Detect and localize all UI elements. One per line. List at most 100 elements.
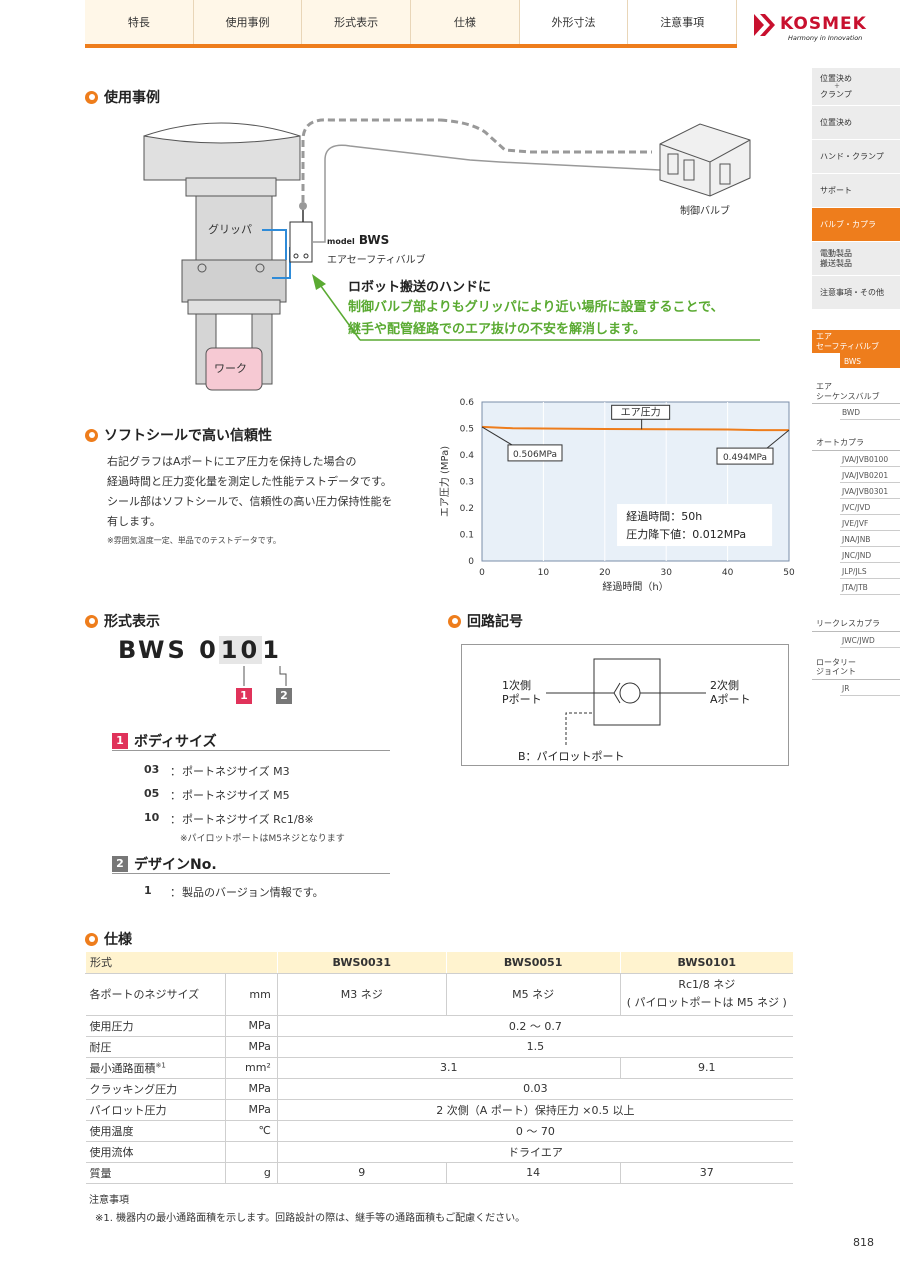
sidebar-item-positioning[interactable]: 位置決め	[812, 106, 900, 140]
work-label: ワーク	[214, 362, 247, 375]
sidebar-item-bws[interactable]: BWS	[840, 353, 900, 369]
bullet-icon	[85, 428, 98, 442]
end-box	[716, 447, 774, 465]
sidebar-item-jr[interactable]: JR	[840, 680, 900, 696]
body-option-note: ※パイロットポートはM5ネジとなります	[180, 834, 345, 844]
usage-illustration	[143, 118, 760, 391]
tab-spec[interactable]: 仕様	[411, 0, 520, 44]
tab-features[interactable]: 特長	[85, 0, 194, 44]
sidebar-item-bwd[interactable]: BWD	[840, 404, 900, 421]
circuit-symbol-icon	[546, 658, 706, 745]
kosmek-logo[interactable]: KOSMEK Harmony in Innovation	[748, 10, 893, 42]
side-categories: 位置決め＋クランプ 位置決め ハンド・クランプ サポート バルブ・カプラ 電動製…	[812, 68, 900, 310]
sidebar-item-jve[interactable]: JVE/JVF	[840, 515, 900, 531]
bullet-icon	[448, 614, 461, 628]
sidebar-section-auto-coupler[interactable]: オートカプラ	[812, 438, 900, 451]
sidebar-item-jva-0201[interactable]: JVA/JVB0201	[840, 467, 900, 483]
page-number: 818	[853, 1236, 874, 1249]
kosmek-logo-icon	[754, 14, 775, 36]
y-tick-label: 0.2	[460, 504, 474, 514]
sidebar-item-jta[interactable]: JTA/JTB	[840, 579, 900, 595]
robot-title: ロボット搬送のハンドに	[348, 280, 492, 295]
y-tick-label: 0.5	[460, 425, 474, 435]
model-label: model BWS	[327, 233, 390, 247]
end-leader	[766, 429, 790, 449]
tab-model[interactable]: 形式表示	[302, 0, 412, 44]
model-code-leaders	[243, 666, 287, 686]
bullet-icon	[85, 614, 98, 628]
series-name-box	[611, 404, 671, 420]
info-box	[617, 504, 773, 547]
reliability-heading: ソフトシールで高い信頼性	[85, 425, 272, 445]
robot-desc: 制御バルブ部よりもグリッパにより近い場所に設置することで、 継手や配管経路でのエ…	[348, 300, 724, 337]
side-products: エアセーフティバルブ BWS エアシーケンスバルブ BWD オートカプラ JVA…	[812, 330, 900, 696]
sidebar-item-jlp[interactable]: JLP/JLS	[840, 563, 900, 579]
sidebar-section-leakless-coupler[interactable]: リークレスカプラ	[812, 619, 900, 632]
body-option-03: 03：ポートネジサイズ M3	[144, 763, 290, 778]
series-name-label: エア圧力	[621, 405, 661, 418]
table-row: 使用流体 ドライエア	[85, 1141, 793, 1163]
x-tick-label: 50	[783, 568, 795, 578]
series-line	[481, 425, 789, 432]
start-box	[507, 444, 563, 462]
sidebar-item-jvc[interactable]: JVC/JVD	[840, 499, 900, 515]
y-tick-label: 0	[468, 557, 474, 567]
badge-2: 2	[276, 688, 292, 704]
tab-dimensions[interactable]: 外形寸法	[519, 0, 629, 44]
sidebar-item-jva-0100[interactable]: JVA/JVB0100	[840, 451, 900, 467]
tab-usage[interactable]: 使用事例	[193, 0, 303, 44]
x-tick-label: 40	[722, 568, 734, 578]
sidebar-item-jnc[interactable]: JNC/JND	[840, 547, 900, 563]
note-1: ※1. 機器内の最小通路面積を示します。回路設計の際は、継手等の通路面積もご配慮…	[95, 1213, 526, 1224]
info-drop: 圧力降下値：0.012MPa	[626, 527, 746, 541]
design-option-1: 1：製品のバージョン情報です。	[144, 884, 324, 899]
x-tick-label: 10	[538, 568, 550, 578]
tab-cautions[interactable]: 注意事項	[628, 0, 738, 44]
y-tick-label: 0.3	[460, 478, 474, 488]
model-code-design: 1	[262, 636, 282, 664]
y-tick-label: 0.4	[460, 451, 475, 461]
circuit-heading: 回路記号	[448, 611, 523, 631]
sidebar-section-rotary-joint[interactable]: ロータリージョイント	[812, 658, 900, 680]
sidebar-item-hand-clamp[interactable]: ハンド・クランプ	[812, 140, 900, 174]
sidebar-section-air-safety-valve[interactable]: エアセーフティバルブ	[812, 330, 900, 354]
usage-heading: 使用事例	[85, 87, 160, 107]
model-heading: 形式表示	[85, 611, 160, 631]
sidebar-section-air-sequence-valve[interactable]: エアシーケンスバルブ	[812, 382, 900, 405]
model-desc: エアセーフティバルブ	[327, 255, 426, 266]
sidebar-item-jna[interactable]: JNA/JNB	[840, 531, 900, 547]
spec-heading: 仕様	[85, 929, 132, 949]
bullet-icon	[85, 90, 98, 104]
sidebar-item-positioning-clamp[interactable]: 位置決め＋クランプ	[812, 68, 900, 106]
reliability-note: ※雰囲気温度一定、単品でのテストデータです。	[107, 536, 281, 545]
sidebar-item-support[interactable]: サポート	[812, 174, 900, 208]
sidebar-item-cautions[interactable]: 注意事項・その他	[812, 276, 900, 310]
notes-title: 注意事項	[89, 1195, 129, 1206]
sidebar-item-jva-0301[interactable]: JVA/JVB0301	[840, 483, 900, 499]
pilot-port-label: B：パイロットポート	[518, 750, 625, 763]
x-tick-label: 30	[660, 568, 672, 578]
gripper-label: グリッパ	[208, 223, 252, 236]
badge-1: 1	[236, 688, 252, 704]
info-elapsed: 経過時間：50h	[626, 510, 702, 523]
end-annotation: 0.494MPa	[723, 453, 767, 463]
table-header-row: 形式 BWS0031 BWS0051 BWS0101	[85, 952, 793, 974]
control-valve-label: 制御バルブ	[680, 206, 730, 217]
model-code-size: 10	[218, 636, 263, 664]
sidebar-item-valve-coupler[interactable]: バルブ・カプラ	[812, 208, 900, 242]
sidebar-item-electric[interactable]: 電動製品搬送製品	[812, 242, 900, 276]
x-axis-label: 経過時間（h）	[602, 580, 668, 593]
sidebar-item-jwc[interactable]: JWC/JWD	[840, 632, 900, 648]
y-tick-label: 0.1	[460, 531, 474, 541]
bullet-icon	[85, 932, 98, 946]
